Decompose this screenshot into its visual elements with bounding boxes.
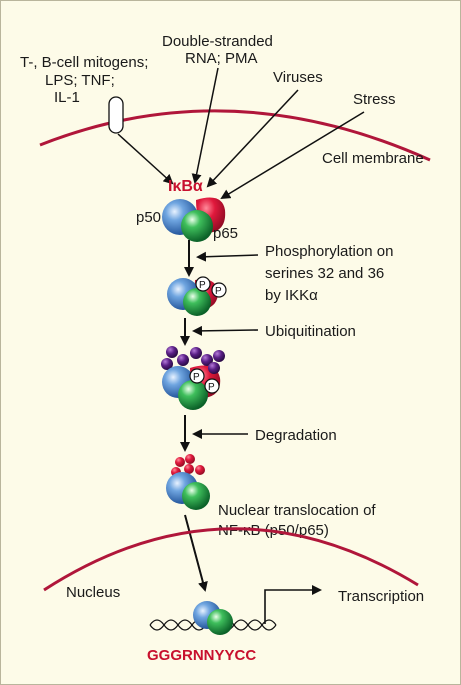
arrow-transcription [264, 585, 322, 624]
receptor-icon [108, 96, 124, 134]
dsrna-label-1: Double-stranded [162, 33, 273, 50]
phosphate-label-4: P [208, 382, 215, 393]
phosphorylation-label-2: serines 32 and 36 [265, 265, 384, 282]
phosphate-label-1: P [199, 280, 206, 291]
arrow-nuclear-translocation [184, 514, 208, 592]
viruses-label: Viruses [273, 69, 323, 86]
arrow-phosphorylation [196, 251, 259, 262]
arrow-stress [220, 111, 365, 200]
arrow-viruses [206, 89, 299, 188]
ubiquitinated-complex [161, 346, 225, 410]
stimulus-label-3: IL-1 [54, 89, 80, 106]
ikba-label: IκBα [168, 178, 203, 195]
p65-label: p65 [213, 225, 238, 242]
nfkb-ikba-complex [162, 197, 226, 242]
phosphate-label-2: P [215, 286, 222, 297]
phosphorylated-complex [167, 276, 227, 316]
ubiquitination-label: Ubiquitination [265, 323, 356, 340]
degradation-label: Degradation [255, 427, 337, 444]
freed-nfkb-complex [166, 454, 210, 510]
phosphorylation-label-3: by IKKα [265, 287, 318, 304]
consensus-sequence-label: GGGRNNYYCC [147, 647, 256, 664]
arrow-dsrna [191, 67, 219, 184]
nucleus-label: Nucleus [66, 584, 120, 601]
nfkb-dna-bound-complex [193, 601, 233, 635]
phosphorylation-label-1: Phosphorylation on [265, 243, 393, 260]
arrow-ubiquitination [192, 325, 259, 336]
cell-membrane-label: Cell membrane [322, 150, 424, 167]
stress-label: Stress [353, 91, 396, 108]
stimulus-label-2: LPS; TNF; [45, 72, 115, 89]
cell-membrane-line [39, 109, 431, 162]
nuclear-membrane-line [43, 527, 419, 592]
p50-label: p50 [136, 209, 161, 226]
stimulus-label-1: T-, B-cell mitogens; [20, 54, 148, 71]
dsrna-label-2: RNA; PMA [185, 50, 258, 67]
transcription-label: Transcription [338, 588, 424, 605]
arrow-mitogens [117, 133, 174, 185]
translocation-label-1: Nuclear translocation of [218, 502, 376, 519]
phosphate-label-3: P [193, 372, 200, 383]
